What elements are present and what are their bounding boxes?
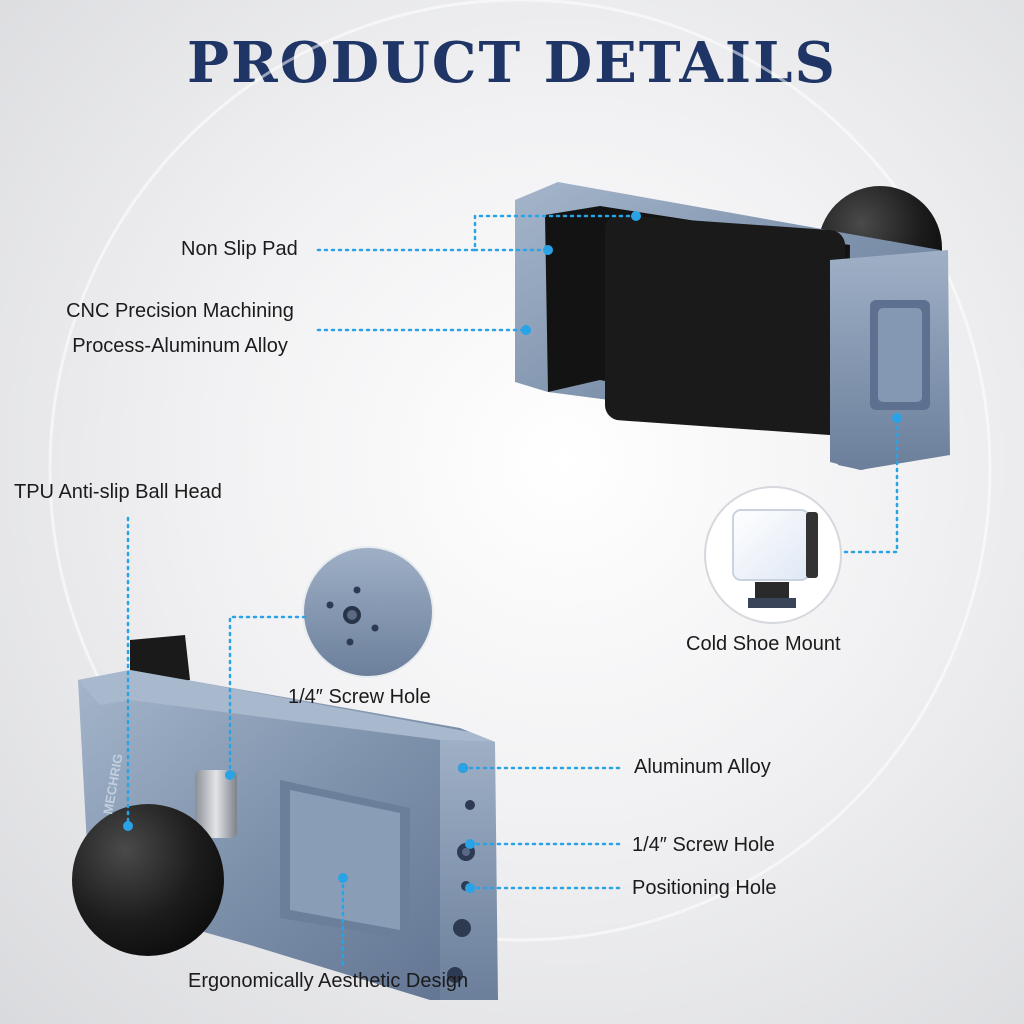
- screw-hole-inset: [302, 546, 434, 678]
- callout-lines: [126, 214, 899, 967]
- led-light-icon: [732, 509, 810, 581]
- top-phone-clamp: [515, 182, 950, 470]
- bottom-clamp-end: [440, 740, 498, 1000]
- page-title: PRODUCT DETAILS: [187, 30, 837, 96]
- bottom-phone-clamp: MECHRIG: [72, 635, 498, 1000]
- callout-line-non-slip-top: [316, 214, 638, 252]
- label-cnc-line2: Process-Aluminum Alloy: [72, 335, 288, 357]
- label-screw-hole-side: 1/4″ Screw Hole: [632, 834, 775, 856]
- label-screw-hole-top: 1/4″ Screw Hole: [288, 686, 431, 708]
- label-cold-shoe-mount: Cold Shoe Mount: [686, 633, 841, 655]
- callout-dots: [123, 211, 902, 893]
- label-tpu-ball-head: TPU Anti-slip Ball Head: [14, 481, 222, 503]
- label-positioning-hole: Positioning Hole: [632, 877, 777, 899]
- label-aluminum-alloy: Aluminum Alloy: [634, 756, 771, 778]
- cold-shoe-inset: [704, 486, 842, 624]
- label-cnc-line1: CNC Precision Machining: [66, 300, 294, 322]
- label-ergonomic-design: Ergonomically Aesthetic Design: [188, 970, 469, 992]
- label-non-slip-pad: Non Slip Pad: [181, 238, 298, 260]
- tpu-ball-head: [72, 804, 224, 956]
- ball-stem: [195, 770, 237, 838]
- background-halo: [48, 0, 992, 942]
- callout-line-cold-shoe: [843, 416, 899, 554]
